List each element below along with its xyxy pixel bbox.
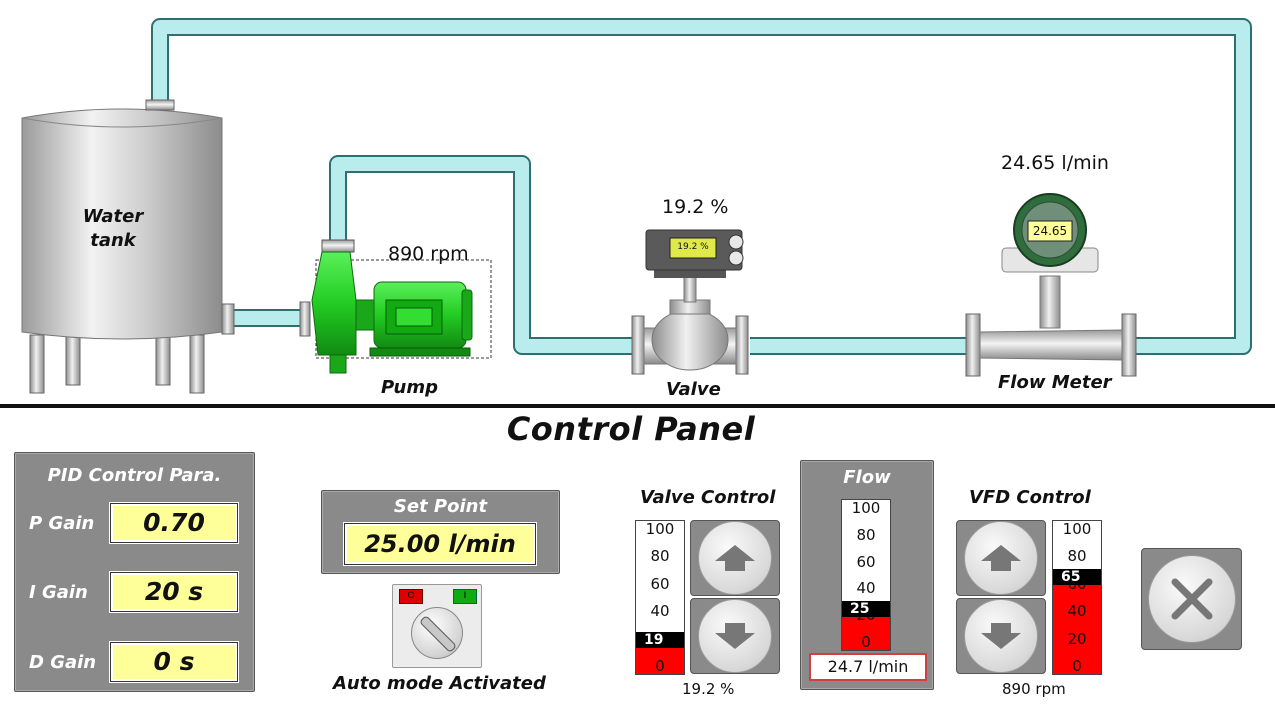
setpoint-field[interactable]: 25.00 l/min: [344, 523, 536, 565]
flowmeter-display: 24.65: [1032, 224, 1068, 238]
valve-control-readout: 19.2 %: [682, 680, 735, 698]
close-x-icon: [1171, 578, 1212, 620]
arrow-down-icon: [715, 623, 755, 649]
flowmeter-label: Flow Meter: [998, 372, 1112, 393]
bar-tick-label: 40: [856, 579, 876, 598]
flow-bar: 10080604020025: [841, 499, 891, 651]
valve-down-circle: [698, 599, 772, 673]
pump-speed-readout: 890 rpm: [388, 243, 469, 265]
arrow-up-icon: [715, 545, 755, 571]
vfd-down-button[interactable]: [956, 598, 1046, 674]
bar-tick-label: 40: [650, 602, 670, 621]
level-pointer: 65: [1053, 568, 1101, 585]
bar-tick-label: 20: [1067, 629, 1087, 648]
arrow-down-icon: [981, 623, 1021, 649]
vfd-up-button[interactable]: [956, 520, 1046, 596]
flow-panel: Flow 10080604020025 24.7 l/min: [800, 460, 934, 690]
valve-opening-readout: 19.2 %: [662, 196, 729, 218]
bar-tick-label: 80: [856, 525, 876, 544]
control-valve: [631, 229, 749, 375]
vfd-up-circle: [964, 521, 1038, 595]
pump-label: Pump: [381, 377, 439, 398]
valve-up-circle: [698, 521, 772, 595]
level-fill: [1053, 576, 1101, 674]
bar-tick-label: 80: [650, 547, 670, 566]
close-button[interactable]: [1141, 548, 1242, 650]
setpoint-panel: Set Point 25.00 l/min: [321, 490, 560, 574]
tank-label: Water tank: [78, 205, 148, 253]
p-gain-field[interactable]: 0.70: [110, 503, 238, 543]
bar-tick-label: 60: [650, 574, 670, 593]
bar-tick-label: 0: [1072, 657, 1082, 675]
selector-knob: [411, 607, 463, 659]
section-divider: [0, 404, 1275, 408]
setpoint-title: Set Point: [393, 496, 488, 517]
knob-handle: [418, 614, 458, 654]
pump: [299, 239, 492, 374]
tank-label-line2: tank: [90, 230, 136, 251]
mode-status: Auto mode Activated: [333, 673, 546, 694]
bar-tick-label: 0: [655, 657, 665, 675]
control-panel-title: Control Panel: [506, 410, 756, 448]
vfd-down-circle: [964, 599, 1038, 673]
tank-label-line1: Water: [82, 206, 144, 227]
auto-indicator: I: [453, 589, 477, 604]
water-tank: [21, 99, 235, 394]
bar-tick-label: 80: [1067, 547, 1087, 566]
bar-tick-label: 40: [1067, 602, 1087, 621]
i-gain-field[interactable]: 20 s: [110, 572, 238, 612]
close-circle: [1147, 555, 1236, 643]
p-gain-label: P Gain: [29, 513, 95, 534]
pid-title: PID Control Para.: [47, 465, 222, 486]
bar-tick-label: 100: [1062, 520, 1092, 538]
valve-control-title: Valve Control: [640, 487, 776, 508]
vfd-speed-bar: 10080604020065: [1052, 520, 1102, 675]
level-pointer: 19: [636, 631, 684, 648]
valve-positioner-display: 19.2 %: [677, 242, 709, 252]
arrow-up-icon: [981, 545, 1021, 571]
i-gain-label: I Gain: [29, 582, 88, 603]
bar-tick-label: 0: [861, 633, 871, 651]
valve-label: Valve: [666, 379, 721, 400]
valve-up-button[interactable]: [690, 520, 780, 596]
auto-manual-switch[interactable]: O I: [392, 584, 482, 668]
vfd-control-readout: 890 rpm: [1002, 680, 1066, 698]
level-pointer: 25: [842, 600, 890, 617]
valve-down-button[interactable]: [690, 598, 780, 674]
flowmeter-reading: 24.65 l/min: [1001, 152, 1109, 174]
manual-indicator: O: [399, 589, 423, 604]
pid-parameters-panel: PID Control Para. P Gain 0.70 I Gain 20 …: [14, 452, 255, 692]
vfd-control-title: VFD Control: [969, 487, 1091, 508]
flow-readout: 24.7 l/min: [809, 653, 927, 681]
d-gain-label: D Gain: [29, 652, 97, 673]
bar-tick-label: 60: [856, 552, 876, 571]
flow-title: Flow: [843, 467, 891, 488]
valve-position-bar: 10080604020019: [635, 520, 685, 675]
d-gain-field[interactable]: 0 s: [110, 642, 238, 682]
pipe-network: [151, 18, 1252, 355]
flow-meter: [965, 193, 1137, 377]
process-diagram: [21, 18, 1252, 394]
bar-tick-label: 100: [645, 520, 675, 538]
bar-tick-label: 100: [851, 499, 881, 517]
